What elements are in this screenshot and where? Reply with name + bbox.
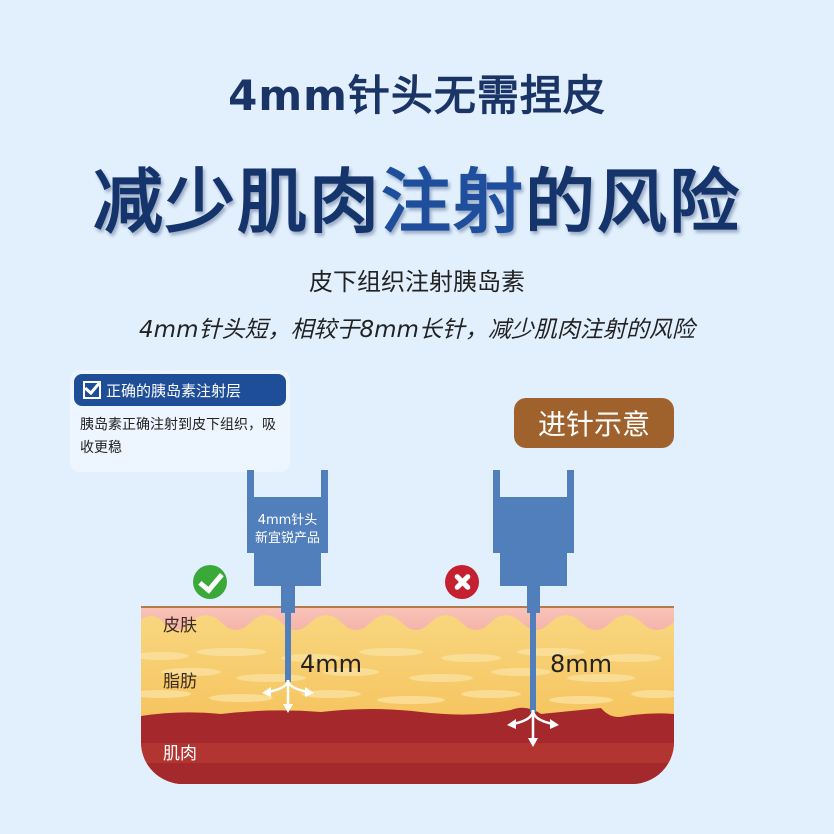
layer-label-muscle: 肌肉 — [163, 744, 197, 764]
checkbox-checked-icon — [83, 381, 101, 399]
skin-cross-section: 皮肤 脂肪 肌肉 — [141, 606, 674, 784]
needle-length-label: 8mm — [550, 650, 613, 678]
info-card: 正确的胰岛素注射层 胰岛素正确注射到皮下组织，吸收更稳 — [70, 370, 290, 472]
needle-prong-right — [567, 470, 574, 498]
needle-shaft — [281, 585, 295, 613]
needle-prong-right — [321, 470, 328, 498]
layer-label-fat: 脂肪 — [163, 672, 197, 692]
info-card-header: 正确的胰岛素注射层 — [74, 374, 286, 406]
main-title-highlight: 注射 — [381, 161, 525, 243]
subtitle: 皮下组织注射胰岛素 — [309, 268, 525, 296]
dispersion-arrows-icon — [507, 709, 559, 747]
needle-length-label: 4mm — [300, 650, 363, 678]
layer-label-skin: 皮肤 — [163, 616, 197, 636]
info-card-heading: 正确的胰岛素注射层 — [106, 381, 242, 400]
needle-shaft — [527, 585, 540, 613]
dispersion-arrows-icon — [262, 679, 314, 713]
description: 4mm针头短，相较于8mm长针，减少肌肉注射的风险 — [139, 317, 695, 343]
needle-hub — [247, 497, 328, 553]
headline: 4mm针头无需捏皮 — [228, 71, 606, 120]
insertion-diagram-badge: 进针示意 — [514, 398, 674, 448]
needle-tip — [285, 612, 291, 682]
needle-tip — [530, 612, 536, 712]
needle-label: 4mm针头 新宜锐产品 — [254, 513, 320, 546]
needle-prong-left — [247, 470, 254, 498]
main-title-part1: 减少肌肉 — [93, 161, 381, 243]
needle-base — [254, 552, 321, 586]
needle-hub — [493, 497, 574, 553]
needle-prong-left — [493, 470, 500, 498]
info-card-body: 胰岛素正确注射到皮下组织，吸收更稳 — [80, 417, 276, 456]
tissue-layers-graphic — [141, 608, 674, 784]
main-title: 减少肌肉注射的风险 — [0, 146, 834, 247]
needle-base — [500, 552, 567, 586]
x-circle-icon — [445, 565, 479, 599]
check-circle-icon — [193, 565, 227, 599]
main-title-part2: 的风险 — [525, 161, 741, 243]
